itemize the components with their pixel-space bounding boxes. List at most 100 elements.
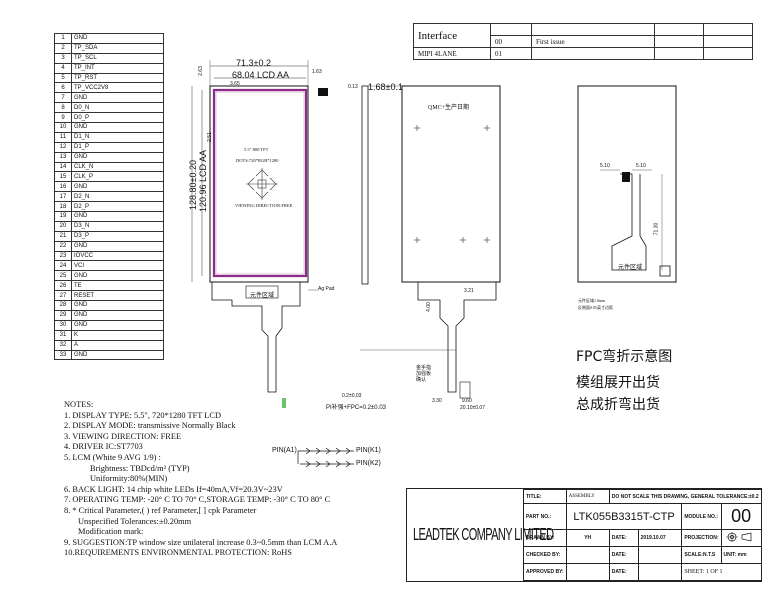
approved-date-value: [637, 563, 683, 581]
note-4: 4. DRIVER IC:ST7703: [64, 442, 143, 452]
projection-symbol: [720, 529, 762, 547]
bend-contact: [622, 172, 630, 182]
bend-note2: 反侧面0.05英寸边距: [578, 305, 613, 310]
checked-value: [565, 546, 610, 564]
rev-sign-cell: [703, 47, 753, 60]
panel-line1: 5.5" 800 TFT: [244, 147, 269, 152]
front-fpc: [211, 282, 301, 393]
checked-label: CHECKED BY:: [523, 546, 567, 564]
title-value: ASSEMBLY: [565, 489, 610, 504]
checked-date-value: [637, 546, 683, 564]
note-5b: Uniformity:80%(MIN): [90, 474, 168, 484]
front-stiffener: [245, 285, 279, 299]
bend-dim-a: 5.10: [600, 163, 610, 169]
note-2: 2. DISPLAY MODE: transmissive Normally B…: [64, 421, 236, 431]
note-10: 10.REQUIREMENTS ENVIRONMENTAL PROTECTION…: [64, 548, 292, 558]
bend-dim-b: 5.10: [636, 163, 646, 169]
right-dim: 1.63: [312, 69, 322, 75]
projection-label: PROJECTION:: [681, 529, 722, 547]
note-3: 3. VIEWING DIRECTION: FREE: [64, 431, 182, 441]
note-1: 1. DISPLAY TYPE: 5.5", 720*1280 TFT LCD: [64, 410, 222, 420]
approved-date-label: DATE:: [608, 563, 639, 581]
pi-note: PI补强+FPC=0.2±0.03: [326, 405, 386, 411]
fpc-dim5: 3.30: [432, 398, 442, 404]
drawn-value: YH: [565, 529, 610, 547]
pin-name: GND: [71, 349, 164, 361]
side-dim: 2.51: [206, 132, 213, 142]
checked-date-label: DATE:: [608, 546, 639, 564]
bend-line2: 模组展开出货: [576, 375, 660, 391]
note-8a: Unspecified Tolerances:±0.20mm: [78, 516, 192, 526]
approved-value: [565, 563, 610, 581]
module-label: MODULE NO.:: [681, 503, 722, 530]
panel-line2: DOTS:720*RGB*1280: [236, 158, 279, 163]
note-9: 9. SUGGESTION:TP window size unilateral …: [64, 537, 338, 547]
fpc-contact-mark: [282, 398, 286, 408]
unit-label: UNIT: mm: [720, 546, 762, 564]
ic-mark: [318, 88, 328, 96]
title-block: LEADTEK COMPANY LIMITED TITLE: ASSEMBLY …: [406, 488, 762, 582]
front-view: [191, 60, 400, 408]
bend-connector: [659, 265, 671, 277]
drawn-label: DRAWN BY:: [523, 529, 567, 547]
ag-pad-label: Ag Pad: [318, 286, 335, 292]
part-value: LTK055B3315T-CTP: [565, 503, 683, 530]
thickness-small: 0.13: [348, 84, 358, 90]
front-outline: [209, 85, 309, 283]
pin-k1-label: PIN(K1): [356, 447, 381, 454]
panel-line3: VIEWING DIRECTION:FREE: [235, 203, 293, 208]
back-fpc: [417, 282, 497, 393]
thickness-dim: 1.68±0.1: [368, 82, 403, 92]
center-mark: [246, 168, 278, 200]
projection-icon: [725, 532, 751, 542]
bend-fpc: [611, 173, 647, 271]
part-label: PART NO.:: [523, 503, 567, 530]
note-6: 6. BACK LIGHT: 14 chip white LEDs If=40m…: [64, 484, 283, 494]
notes-block: NOTES: 1. DISPLAY TYPE: 5.5", 720*1280 T…: [64, 400, 404, 559]
active-area: [212, 88, 308, 278]
note-8b: Modification mark:: [78, 527, 144, 537]
bend-outline: [577, 85, 677, 283]
bend-view: [577, 85, 677, 283]
top-offset-dim: 3.65: [230, 81, 240, 87]
revision-table: Interface 00 First issue MIPI 4LANE 01: [413, 23, 753, 60]
gold-finger-note: 金手指 加强板 确认: [416, 366, 432, 383]
sheet-label: SHEET: 1 OF 1: [681, 563, 762, 581]
notes-heading: NOTES:: [64, 400, 94, 409]
bend-note1: 元件区域1.0mm: [578, 298, 606, 303]
width-dim: 71.3±0.2: [236, 58, 271, 68]
date-label: DATE:: [608, 529, 639, 547]
fpc-dim4: 20.10±0.07: [460, 405, 485, 411]
bend-stiffener-label: 元件区域: [618, 265, 643, 271]
aa-height-dim: 120.96 LCD AA: [198, 149, 208, 212]
scale-label: SCALE:N.T.S: [681, 546, 722, 564]
company-name: LEADTEK COMPANY LIMITED: [413, 525, 554, 545]
active-area-inner: [215, 91, 305, 275]
pi-dim: 0.2±0.03: [342, 393, 362, 399]
left-offset-dim: 2.63: [197, 66, 204, 76]
pin-a1-label: PIN(A1): [272, 447, 297, 454]
front-stiffener-label: 元件区域: [250, 293, 275, 299]
note-5a: Brightness: TBDcd/m² (TYP): [90, 463, 190, 473]
date-value: 2019.10.07: [637, 529, 683, 547]
scale-note: DO NOT SCALE THIS DRAWING, GENERAL TOLER…: [608, 489, 762, 504]
qmc-label: QMC+生产日期: [428, 105, 470, 111]
gold-finger: [459, 381, 471, 399]
fpc-dim1: 3.21: [464, 288, 474, 294]
approved-label: APPROVED BY:: [523, 563, 567, 581]
fpc-dim3: 9.60: [462, 398, 472, 404]
back-view: [360, 85, 501, 399]
led-chain: [297, 447, 354, 468]
title-block-table: TITLE: ASSEMBLY DO NOT SCALE THIS DRAWIN…: [523, 489, 762, 581]
note-8: 8. * Critical Parameter,( ) ref Paramete…: [64, 505, 257, 515]
module-value: 00: [720, 503, 762, 530]
note-7: 7. OPERATING TEMP: -20° C TO 70° C,STORA…: [64, 495, 331, 505]
back-outline: [401, 85, 501, 283]
side-view: [361, 85, 369, 285]
bend-dim-c: 71.30: [653, 222, 660, 236]
height-dim: 128.80±0.20: [188, 160, 198, 210]
aa-width-dim: 68.04 LCD AA: [232, 70, 290, 80]
